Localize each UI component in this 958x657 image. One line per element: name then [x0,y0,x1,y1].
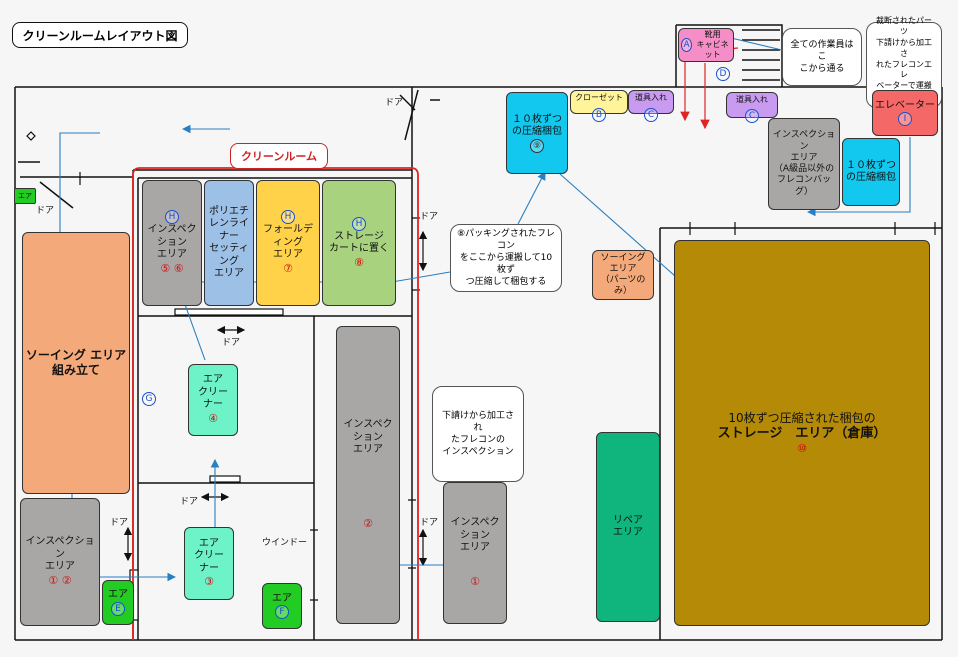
inspection-area-a: インスペクショ ン エリア （A級品以外の フレコンバッグ） [768,118,840,210]
door-label: ドア [110,518,129,528]
g-mark: G [142,392,156,406]
cleanroom-label: クリーンルーム [230,143,328,169]
packing-note: ⑧パッキングされたフレコン をここから運搬して10枚ず つ圧縮して梱包する [450,224,562,292]
inspection-area-mid: インスペク ション エリア ② [336,326,400,624]
door-label: ドア [420,518,439,528]
door-label: ドア [180,497,199,507]
inspection-area-left: インスペクション エリア ① ② [20,498,100,626]
storage-cart-area: H ストレージ カートに置く ⑧ [322,180,396,306]
air-cleaner-3: エア クリー ナー ③ [184,527,234,600]
inspection-area-h: H インスペク ション エリア ⑤ ⑥ [142,180,202,306]
door-label: ドア [420,212,439,222]
repair-area: リペア エリア [596,432,660,622]
all-workers-note: 全ての作業員はこ こから通る [782,28,862,86]
door-label: ドア [385,98,404,108]
sewing-parts-area: ソーイング エリア （パーツのみ） [592,250,654,300]
door-label: ドア [36,206,55,216]
warehouse-storage-area: 10枚ずつ圧縮された梱包の ストレージ エリア（倉庫） ⑩ [674,240,930,626]
subcontract-inspection-note: 下請けから加工され たフレコンの インスペクション [432,386,524,482]
window-label: ウインドー [262,538,308,548]
tool-storage-1: 道具入れ C [628,90,674,122]
door-label: ドア [222,338,241,348]
shoe-cabinet: A 靴用 キャビネット [678,28,734,62]
inspection-area-right: インスペク ション エリア ① [443,482,507,624]
diamond-icon [26,131,36,141]
folding-area: H フォールデ ィング エリア ⑦ [256,180,320,306]
air-f: エア F [262,583,302,629]
page-title: クリーンルームレイアウト図 [12,22,188,48]
tool-storage-2: 道具入れ C [726,92,778,123]
sewing-assembly-area: ソーイング エリア 組み立て [22,232,130,494]
pack10-area: １０枚ずつ の圧縮梱包 ⑨ [506,92,568,174]
d-mark: D [716,67,730,81]
pack10-area-b: １０枚ずつ の圧縮梱包 [842,138,900,206]
polyethylene-liner-area: ポリエチ レンライ ナー セッティ ング エリア [204,180,254,306]
air-cleaner-4: エア クリー ナー ④ [188,364,238,436]
elevator: エレベーター I [872,90,938,136]
air-small: エア [14,188,36,204]
air-e: エア E [102,580,134,625]
closet: クローゼット B [570,90,628,122]
